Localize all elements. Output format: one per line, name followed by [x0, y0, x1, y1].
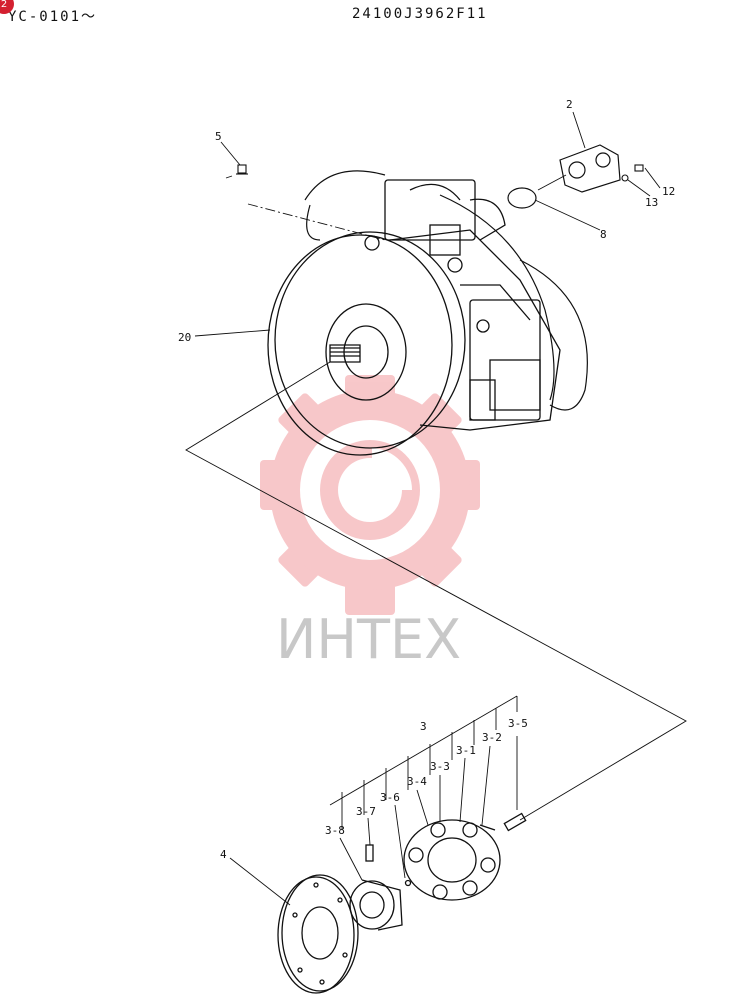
bolt-and-washer [621, 164, 644, 182]
callout-12: 12 [662, 185, 675, 198]
callout-3-1: 3-1 [456, 744, 476, 757]
callout-3-6: 3-6 [380, 791, 400, 804]
callout-4: 4 [220, 848, 227, 861]
gear-pump [559, 144, 621, 193]
callout-3: 3 [420, 720, 427, 733]
callout-3-5: 3-5 [508, 717, 528, 730]
hydraulic-hose [304, 170, 588, 411]
watermark-text: ИНТЕХ [276, 608, 461, 671]
coupling-hub [349, 844, 412, 931]
o-ring [507, 187, 537, 209]
leader-lines [185, 111, 687, 906]
callout-20: 20 [178, 331, 191, 344]
callout-3-7: 3-7 [356, 805, 376, 818]
hydraulic-pump-body [384, 179, 561, 431]
drawing-code: 24100J3962F11 [352, 6, 488, 22]
callout-3-2: 3-2 [482, 731, 502, 744]
callout-2: 2 [566, 98, 573, 111]
callout-3-3: 3-3 [430, 760, 450, 773]
flywheel-housing [267, 231, 466, 456]
bolt-5 [236, 164, 248, 175]
flange-plate [277, 874, 359, 994]
coupling-assembly [403, 812, 527, 901]
callout-5: 5 [215, 130, 222, 143]
page-badge: 2 [0, 0, 14, 14]
callout-8: 8 [600, 228, 607, 241]
callout-13: 13 [645, 196, 658, 209]
callout-3-8: 3-8 [325, 824, 345, 837]
callout-3-4: 3-4 [407, 775, 427, 788]
watermark-gear-icon [260, 375, 480, 615]
serial-range: YC-0101〜 [8, 9, 98, 25]
